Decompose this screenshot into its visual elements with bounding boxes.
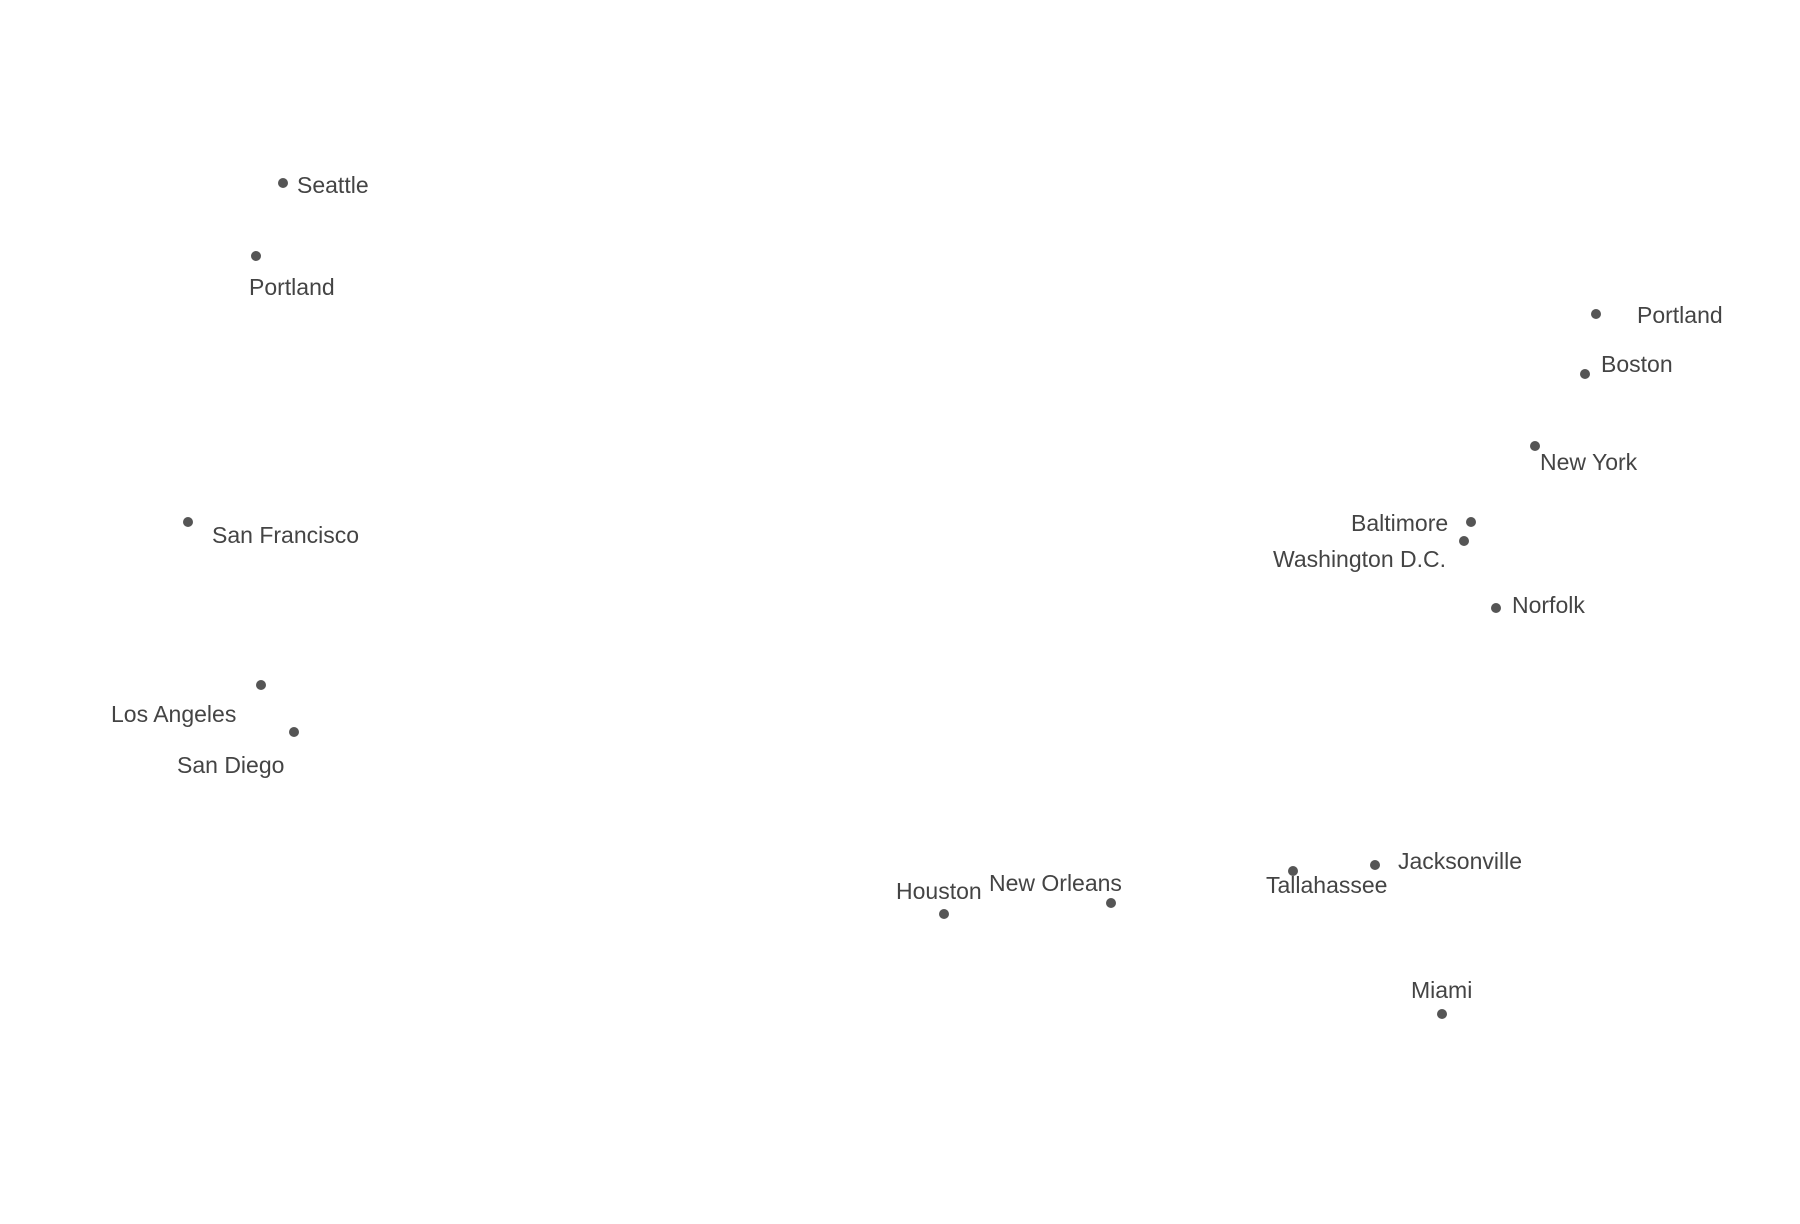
city-label-miami: Miami — [1411, 977, 1473, 1003]
city-marker-portland-or[interactable] — [251, 251, 261, 261]
city-marker-tallahassee[interactable] — [1288, 866, 1298, 876]
city-label-portland-or: Portland — [249, 274, 335, 300]
city-label-washington-dc: Washington D.C. — [1273, 546, 1446, 572]
city-marker-baltimore[interactable] — [1466, 517, 1476, 527]
city-marker-portland-me[interactable] — [1591, 309, 1601, 319]
city-marker-san-francisco[interactable] — [183, 517, 193, 527]
city-label-san-diego: San Diego — [177, 752, 285, 778]
city-label-los-angeles: Los Angeles — [111, 701, 237, 727]
city-label-san-francisco: San Francisco — [212, 522, 360, 548]
city-marker-washington-dc[interactable] — [1459, 536, 1469, 546]
city-marker-seattle[interactable] — [278, 178, 288, 188]
city-label-new-orleans: New Orleans — [989, 870, 1122, 896]
city-label-baltimore: Baltimore — [1351, 510, 1449, 536]
city-label-houston: Houston — [896, 878, 982, 904]
city-label-seattle: Seattle — [297, 172, 369, 198]
city-marker-los-angeles[interactable] — [256, 680, 266, 690]
city-label-jacksonville: Jacksonville — [1398, 848, 1522, 874]
city-marker-norfolk[interactable] — [1491, 603, 1501, 613]
city-marker-boston[interactable] — [1580, 369, 1590, 379]
city-label-new-york: New York — [1540, 449, 1638, 475]
city-label-portland-me: Portland — [1637, 302, 1723, 328]
city-marker-new-york[interactable] — [1530, 441, 1540, 451]
city-marker-new-orleans[interactable] — [1106, 898, 1116, 908]
city-label-tallahassee: Tallahassee — [1266, 872, 1388, 898]
city-marker-jacksonville[interactable] — [1370, 860, 1380, 870]
city-marker-san-diego[interactable] — [289, 727, 299, 737]
city-label-norfolk: Norfolk — [1512, 592, 1585, 618]
city-marker-miami[interactable] — [1437, 1009, 1447, 1019]
city-label-boston: Boston — [1601, 351, 1673, 377]
city-marker-houston[interactable] — [939, 909, 949, 919]
